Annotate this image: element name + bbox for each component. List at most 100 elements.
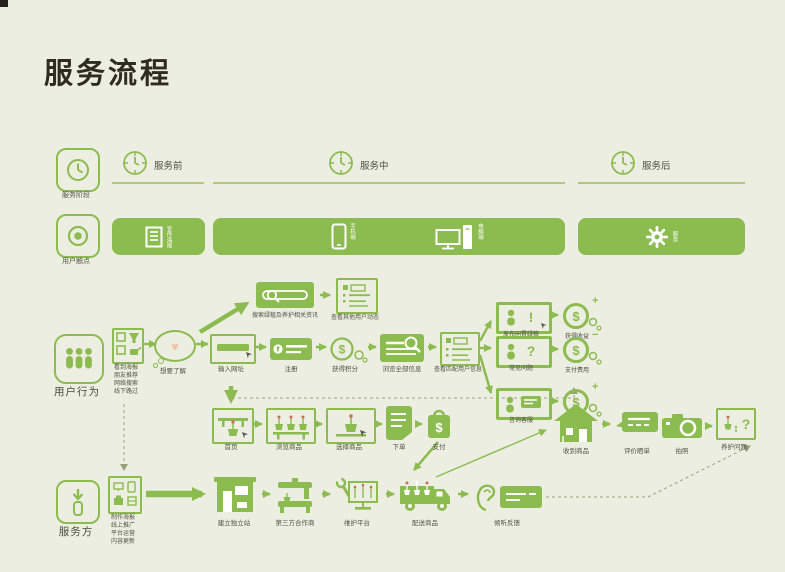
- gear-icon: [646, 225, 669, 248]
- poster-icon: [145, 226, 163, 247]
- clock-during-icon: [329, 151, 353, 175]
- svg-text:$: $: [572, 309, 580, 324]
- node-care-question: ?: [716, 408, 756, 440]
- node-enter-url-caption: 输入网址: [218, 366, 244, 373]
- clock-after-icon: [611, 151, 635, 175]
- node-review-caption: 评价晒单: [624, 448, 650, 455]
- phase-before-line: [112, 182, 204, 184]
- camera-icon: [662, 414, 702, 438]
- node-get-points-caption: 获得积分: [332, 366, 358, 373]
- feedback-card: [500, 486, 542, 508]
- node-deliver: [398, 476, 452, 514]
- node-third-party: [274, 478, 316, 514]
- node-awareness: [112, 328, 144, 364]
- node-faq: ?: [496, 336, 552, 368]
- node-receive-caption: 收到商品: [563, 448, 589, 455]
- node-register: [270, 338, 312, 360]
- touchpoint-bar-poster: 宣传海报: [112, 218, 205, 255]
- ear-icon: [476, 484, 496, 512]
- node-user-dynamics-caption: 查看其他用户动态: [330, 315, 379, 321]
- heart-icon: ♥: [171, 338, 179, 354]
- feed-list-icon: [343, 284, 370, 307]
- node-select-goods: [326, 408, 376, 444]
- provider-icon: [72, 489, 84, 516]
- node-user-dynamics: [336, 278, 378, 314]
- coin-ring-icon: $: [563, 337, 602, 365]
- node-select-goods-caption: 选择商品: [336, 444, 362, 451]
- touchpoint-legend-label: 用户触点: [62, 258, 90, 265]
- phase-during-label: 服务中: [360, 161, 389, 172]
- url-bar-icon: [217, 344, 252, 359]
- node-browse-info-caption: 浏览全部信息: [382, 366, 422, 373]
- svg-text:$: $: [572, 395, 580, 410]
- svg-text:$: $: [435, 420, 443, 435]
- behavior-legend-label: 用户行为: [54, 386, 100, 398]
- plant-select-icon: [336, 414, 367, 437]
- plus-sign: +: [592, 295, 599, 307]
- node-support: [496, 388, 552, 420]
- touchpoint-bar-online: 手机端 电脑端: [213, 218, 565, 255]
- clock-before-icon: [123, 151, 147, 175]
- phone-caption: 手机端: [349, 223, 356, 240]
- node-browse-goods: [266, 408, 316, 444]
- price-tag-icon: $: [428, 409, 450, 438]
- speech-bubble-icon: [616, 412, 658, 432]
- minus-sign: −: [592, 329, 599, 341]
- phase-legend-box: [56, 148, 100, 192]
- thought-dot: [153, 363, 158, 368]
- node-post-plant: !: [496, 302, 552, 334]
- wrench-monitor-icon: [335, 477, 378, 510]
- node-homepage: [212, 408, 254, 444]
- node-support-caption: 咨询客服: [508, 418, 533, 424]
- node-review: [616, 410, 658, 438]
- node-pay-1-caption: 支付费用: [564, 368, 589, 374]
- channels-icon: [116, 332, 142, 355]
- node-receive: [554, 402, 598, 444]
- node-homepage-caption: 首页: [224, 444, 238, 451]
- node-pay-caption: 支付: [432, 444, 446, 451]
- desktop-caption: 电脑端: [477, 223, 484, 240]
- press-machine-icon: [278, 478, 312, 513]
- node-listen-caption: 倾听反馈: [494, 520, 520, 527]
- desktop-icon: [435, 225, 472, 250]
- node-awareness-caption: 看到海报 朋友推荐 网络搜索 线下路过: [113, 365, 138, 396]
- node-place-order-caption: 下单: [392, 444, 406, 451]
- feedback-lines-icon: [506, 493, 536, 501]
- node-provider-prep: [108, 476, 142, 514]
- node-deliver-caption: 配送商品: [412, 520, 438, 527]
- node-third-party-caption: 第三方合作商: [275, 520, 315, 527]
- node-get-points: $: [330, 336, 368, 364]
- coin-icon: $: [330, 337, 368, 363]
- person-chat-icon: [506, 396, 541, 413]
- truck-icon: [400, 480, 450, 511]
- svg-text:?: ?: [527, 343, 536, 359]
- search-bar-icon: [262, 289, 308, 303]
- node-browse-info: [380, 334, 424, 362]
- node-matched-info: [440, 332, 480, 366]
- node-earn-0-caption: 获得收益: [564, 334, 589, 340]
- node-faq-caption: 常见问题: [508, 366, 533, 372]
- svg-text:$: $: [339, 343, 346, 357]
- coin-ring-icon: $: [563, 303, 602, 331]
- node-maintain: [334, 476, 380, 514]
- node-photo: [662, 412, 702, 440]
- behavior-legend-box: [54, 334, 104, 384]
- node-maintain-caption: 维护平台: [344, 520, 370, 527]
- provider-legend-box: [56, 480, 100, 524]
- node-build-site-caption: 建立独立站: [217, 520, 251, 527]
- node-enter-url: [210, 334, 256, 364]
- touchpoint-bar-service: 服务: [578, 218, 745, 255]
- shelf-plant-icon: [218, 418, 248, 439]
- register-form-icon: [273, 344, 307, 354]
- node-earn-0: $ +: [562, 296, 604, 332]
- person-exclaim-icon: !: [507, 309, 547, 329]
- house-icon: [554, 404, 598, 442]
- plants-row-icon: [273, 415, 309, 440]
- node-post-plant-caption: 发布闲置绿植: [502, 332, 539, 338]
- node-provider-prep-caption: 制作海报 线上推广 平台运营 内容更新: [110, 515, 135, 546]
- node-interest-caption: 想要了解: [160, 368, 186, 375]
- plus-sign: +: [592, 381, 599, 393]
- phase-after-label: 服务后: [642, 161, 671, 172]
- node-search: [256, 282, 314, 308]
- node-build-site: [214, 474, 256, 514]
